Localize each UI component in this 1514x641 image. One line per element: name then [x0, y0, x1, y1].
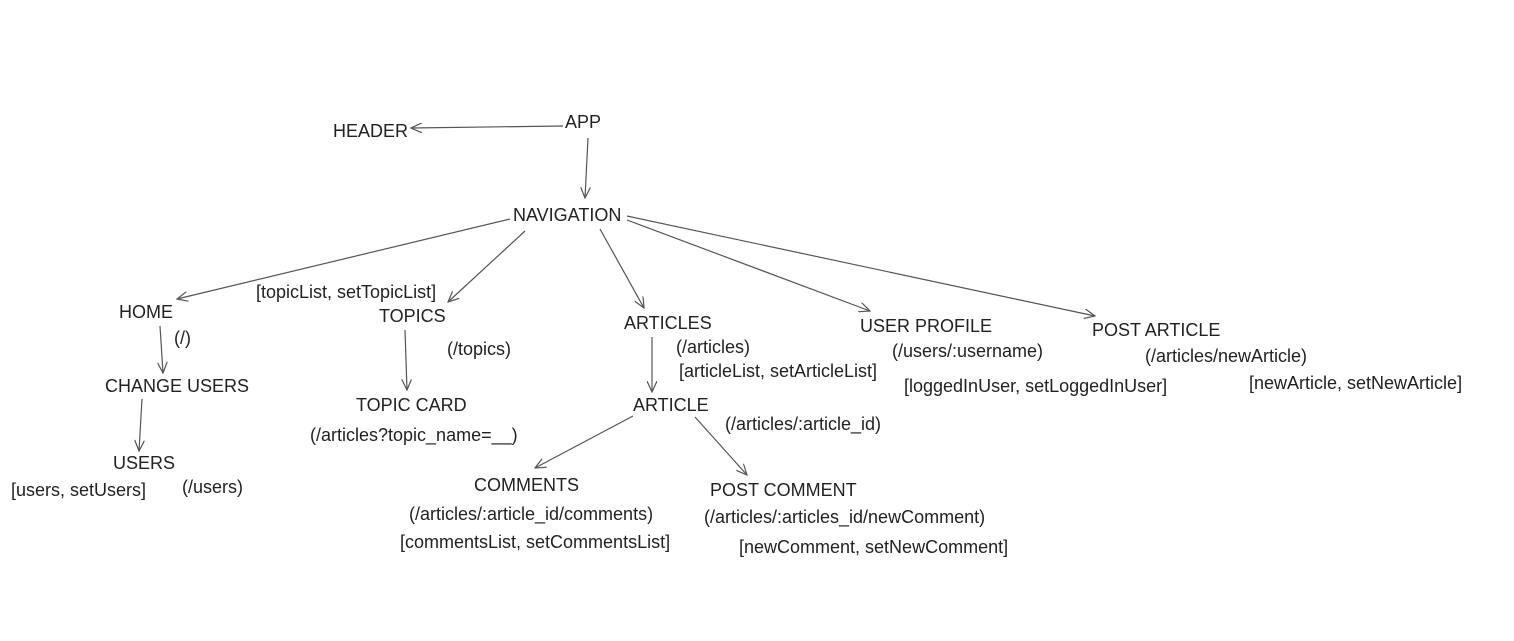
edge-article-to-post-comment: [694, 416, 747, 475]
note-topics-route: (/topics): [447, 339, 512, 359]
node-topic-card: TOPIC CARD: [356, 395, 467, 415]
edge-navigation-to-post-article: [626, 215, 1095, 316]
note-users-state: [users, setUsers]: [11, 480, 147, 500]
node-post-comment: POST COMMENT: [710, 480, 857, 500]
node-change-users: CHANGE USERS: [105, 376, 250, 396]
edge-navigation-to-user-profile: [626, 219, 870, 311]
edge-home-to-change-users: [160, 325, 163, 373]
node-app: APP: [565, 112, 602, 132]
node-articles: ARTICLES: [624, 313, 712, 333]
edge-navigation-to-home: [177, 218, 511, 299]
node-navigation: NAVIGATION: [513, 205, 622, 225]
edge-topics-to-topic-card: [405, 329, 407, 390]
note-articles-state: [articleList, setArticleList]: [679, 361, 878, 381]
note-comments-route: (/articles/:article_id/comments): [409, 504, 654, 524]
node-topics: TOPICS: [379, 306, 446, 326]
node-home: HOME: [119, 302, 173, 322]
node-post-article: POST ARTICLE: [1092, 320, 1221, 340]
node-header: HEADER: [333, 121, 409, 141]
note-post-comment-state: [newComment, setNewComment]: [739, 537, 1009, 557]
note-comments-state: [commentsList, setCommentsList]: [400, 532, 671, 552]
note-articles-route: (/articles): [676, 337, 751, 357]
edge-navigation-to-articles: [599, 228, 644, 308]
note-topic-card-route: (/articles?topic_name=__): [310, 425, 518, 445]
edges-group: [139, 126, 1095, 475]
node-article: ARTICLE: [633, 395, 709, 415]
note-post-comment-route: (/articles/:articles_id/newComment): [704, 507, 986, 527]
edge-app-to-header: [411, 126, 564, 128]
note-users-route: (/users): [182, 477, 244, 497]
edge-app-to-navigation: [585, 137, 588, 198]
node-comments: COMMENTS: [474, 475, 579, 495]
edge-article-to-comments: [535, 415, 634, 468]
note-user-profile-route: (/users/:username): [892, 341, 1044, 361]
node-users: USERS: [113, 453, 176, 473]
note-post-article-state: [newArticle, setNewArticle]: [1249, 373, 1463, 393]
note-topics-state: [topicList, setTopicList]: [256, 282, 437, 302]
edge-change-users-to-users: [139, 398, 142, 451]
note-home-route: (/): [174, 328, 191, 348]
edge-navigation-to-topics: [448, 230, 526, 302]
note-user-profile-state: [loggedInUser, setLoggedInUser]: [904, 376, 1168, 396]
node-user-profile: USER PROFILE: [860, 316, 993, 336]
note-article-route: (/articles/:article_id): [725, 414, 882, 434]
note-post-article-route: (/articles/newArticle): [1145, 346, 1308, 366]
